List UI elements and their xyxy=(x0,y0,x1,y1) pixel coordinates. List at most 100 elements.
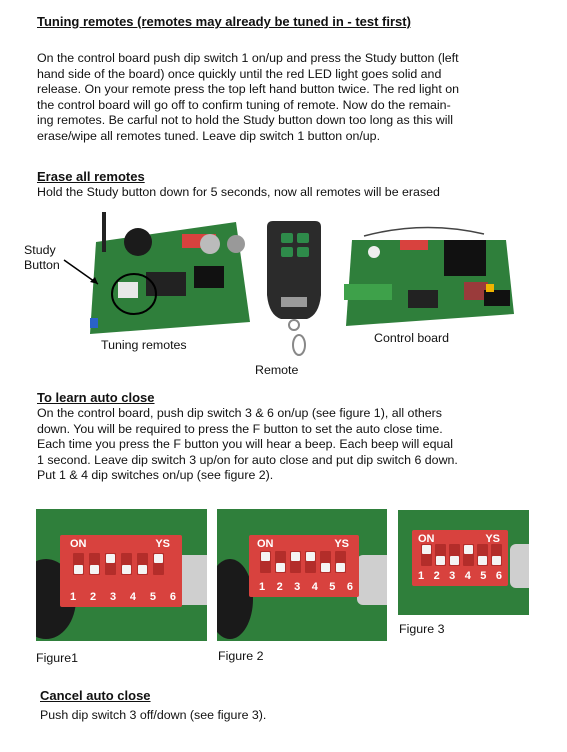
dip-numbers: 1 2 3 4 5 6 xyxy=(70,591,176,603)
dip-switch-block: ON YS 1 2 3 4 5 6 xyxy=(412,530,508,586)
dip-switch-knob xyxy=(106,554,115,563)
dip-switch-slot xyxy=(121,553,132,575)
dip-switch-knob xyxy=(291,552,300,561)
dip-switch-knob xyxy=(122,565,131,574)
dip-switch-knob xyxy=(336,563,345,572)
dip-ys-label: YS xyxy=(485,533,500,545)
auto-close-line: Each time you press the F button you wil… xyxy=(37,437,454,452)
dip-switch-slot xyxy=(477,544,488,566)
figure3-caption: Figure 3 xyxy=(399,622,445,636)
caption-tuning-remotes: Tuning remotes xyxy=(101,338,187,352)
dip-switch-knob xyxy=(138,565,147,574)
dip-switch-knob xyxy=(422,545,431,554)
dip-switch-knob xyxy=(90,565,99,574)
dip-number: 5 xyxy=(329,581,336,593)
dip-number: 5 xyxy=(480,570,487,582)
auto-close-line: 1 second. Leave dip switch 3 up/on for a… xyxy=(37,452,458,467)
dip-number: 3 xyxy=(449,570,456,582)
dip-switch-slot xyxy=(290,551,301,573)
dip-switch-knob xyxy=(276,563,285,572)
dip-number: 4 xyxy=(464,570,471,582)
dip-switch-slot xyxy=(335,551,346,573)
dip-switch-slot xyxy=(421,544,432,566)
dip-number: 2 xyxy=(276,581,283,593)
cancel-heading: Cancel auto close xyxy=(40,688,151,703)
figure2-caption: Figure 2 xyxy=(218,649,264,663)
dip-switch-knob xyxy=(321,563,330,572)
study-button-label: Study Button xyxy=(24,243,60,273)
dip-switch-block: ON YS 1 2 3 4 5 6 xyxy=(249,535,359,597)
study-label-line: Study xyxy=(24,243,56,257)
dip-switch-slot xyxy=(137,553,148,575)
tuning-line: release. On your remote press the top le… xyxy=(37,82,459,97)
figure1-photo: ON YS 1 2 3 4 5 6 xyxy=(36,509,207,641)
tuning-line: the control board will go off to confirm… xyxy=(37,97,451,112)
study-label-line: Button xyxy=(24,258,60,272)
dip-switch-slot xyxy=(275,551,286,573)
erase-heading: Erase all remotes xyxy=(37,169,145,184)
tuning-paragraph: On the control board push dip switch 1 o… xyxy=(37,51,537,145)
tuning-remotes-photo xyxy=(86,212,250,334)
dip-number: 1 xyxy=(259,581,266,593)
cancel-text: Push dip switch 3 off/down (see figure 3… xyxy=(40,708,267,722)
dip-number: 1 xyxy=(418,570,425,582)
dip-switch-slot xyxy=(305,551,316,573)
dip-switch-slot xyxy=(89,553,100,575)
dip-number: 2 xyxy=(433,570,440,582)
dip-switch-block: ON YS 1 2 3 4 5 6 xyxy=(60,535,182,607)
caption-control-board: Control board xyxy=(374,331,450,345)
auto-close-line: On the control board, push dip switch 3 … xyxy=(37,406,442,420)
dip-number: 1 xyxy=(70,591,77,603)
dip-on-label: ON xyxy=(70,538,87,550)
dip-switch-knob xyxy=(306,552,315,561)
dip-switch-slot xyxy=(320,551,331,573)
tuning-line: erase/wipe all remotes tuned. Leave dip … xyxy=(37,128,381,143)
dip-on-label: ON xyxy=(418,533,435,545)
dip-switch-slot xyxy=(105,553,116,575)
dip-number: 3 xyxy=(109,591,117,603)
auto-close-paragraph: On the control board, push dip switch 3 … xyxy=(37,406,537,484)
dip-switch-knob xyxy=(492,556,501,565)
dip-switch-slot xyxy=(260,551,271,573)
dip-switch-slot xyxy=(449,544,460,566)
figure1-caption: Figure1 xyxy=(36,651,79,665)
dip-number: 4 xyxy=(311,581,318,593)
auto-close-line: Put 1 & 4 dip switches on/up (see figure… xyxy=(37,468,274,483)
dip-switch-knob xyxy=(154,554,163,563)
dip-switch-knob xyxy=(74,565,83,574)
dip-number: 6 xyxy=(169,591,176,603)
dip-switch-slot xyxy=(463,544,474,566)
dip-number: 4 xyxy=(129,591,137,603)
dip-number: 6 xyxy=(346,581,353,593)
dip-number: 5 xyxy=(149,591,156,603)
dip-switch-slot xyxy=(153,553,164,575)
dip-number: 3 xyxy=(294,581,301,593)
dip-switch-slot xyxy=(73,553,84,575)
dip-ys-label: YS xyxy=(155,538,170,550)
caption-remote: Remote xyxy=(255,363,299,377)
dip-switch-knob xyxy=(478,556,487,565)
figure3-photo: ON YS 1 2 3 4 5 6 xyxy=(398,510,529,615)
dip-switch-knob xyxy=(450,556,459,565)
dip-ys-label: YS xyxy=(334,538,349,550)
tuning-line: ing remotes. Be carful not to hold the S… xyxy=(37,113,454,128)
study-arrow-icon xyxy=(63,259,99,285)
tuning-line: On the control board push dip switch 1 o… xyxy=(37,51,459,65)
dip-on-label: ON xyxy=(257,538,274,550)
auto-close-line: down. You will be required to press the … xyxy=(37,421,443,436)
dip-switch-knob xyxy=(464,545,473,554)
dip-number: 2 xyxy=(89,591,97,603)
dip-switch-slot xyxy=(491,544,502,566)
auto-close-heading: To learn auto close xyxy=(37,390,155,405)
dip-number: 6 xyxy=(495,570,502,582)
tuning-line: hand side of the board) once quickly unt… xyxy=(37,66,442,81)
remote-photo xyxy=(265,217,325,361)
tuning-heading: Tuning remotes (remotes may already be t… xyxy=(37,14,411,29)
control-board-photo xyxy=(344,218,520,328)
figure2-photo: ON YS 1 2 3 4 5 6 xyxy=(217,509,387,641)
dip-numbers: 1 2 3 4 5 6 xyxy=(259,581,353,593)
dip-switch-slot xyxy=(435,544,446,566)
dip-numbers: 1 2 3 4 5 6 xyxy=(418,570,502,582)
dip-switch-knob xyxy=(436,556,445,565)
dip-switch-knob xyxy=(261,552,270,561)
